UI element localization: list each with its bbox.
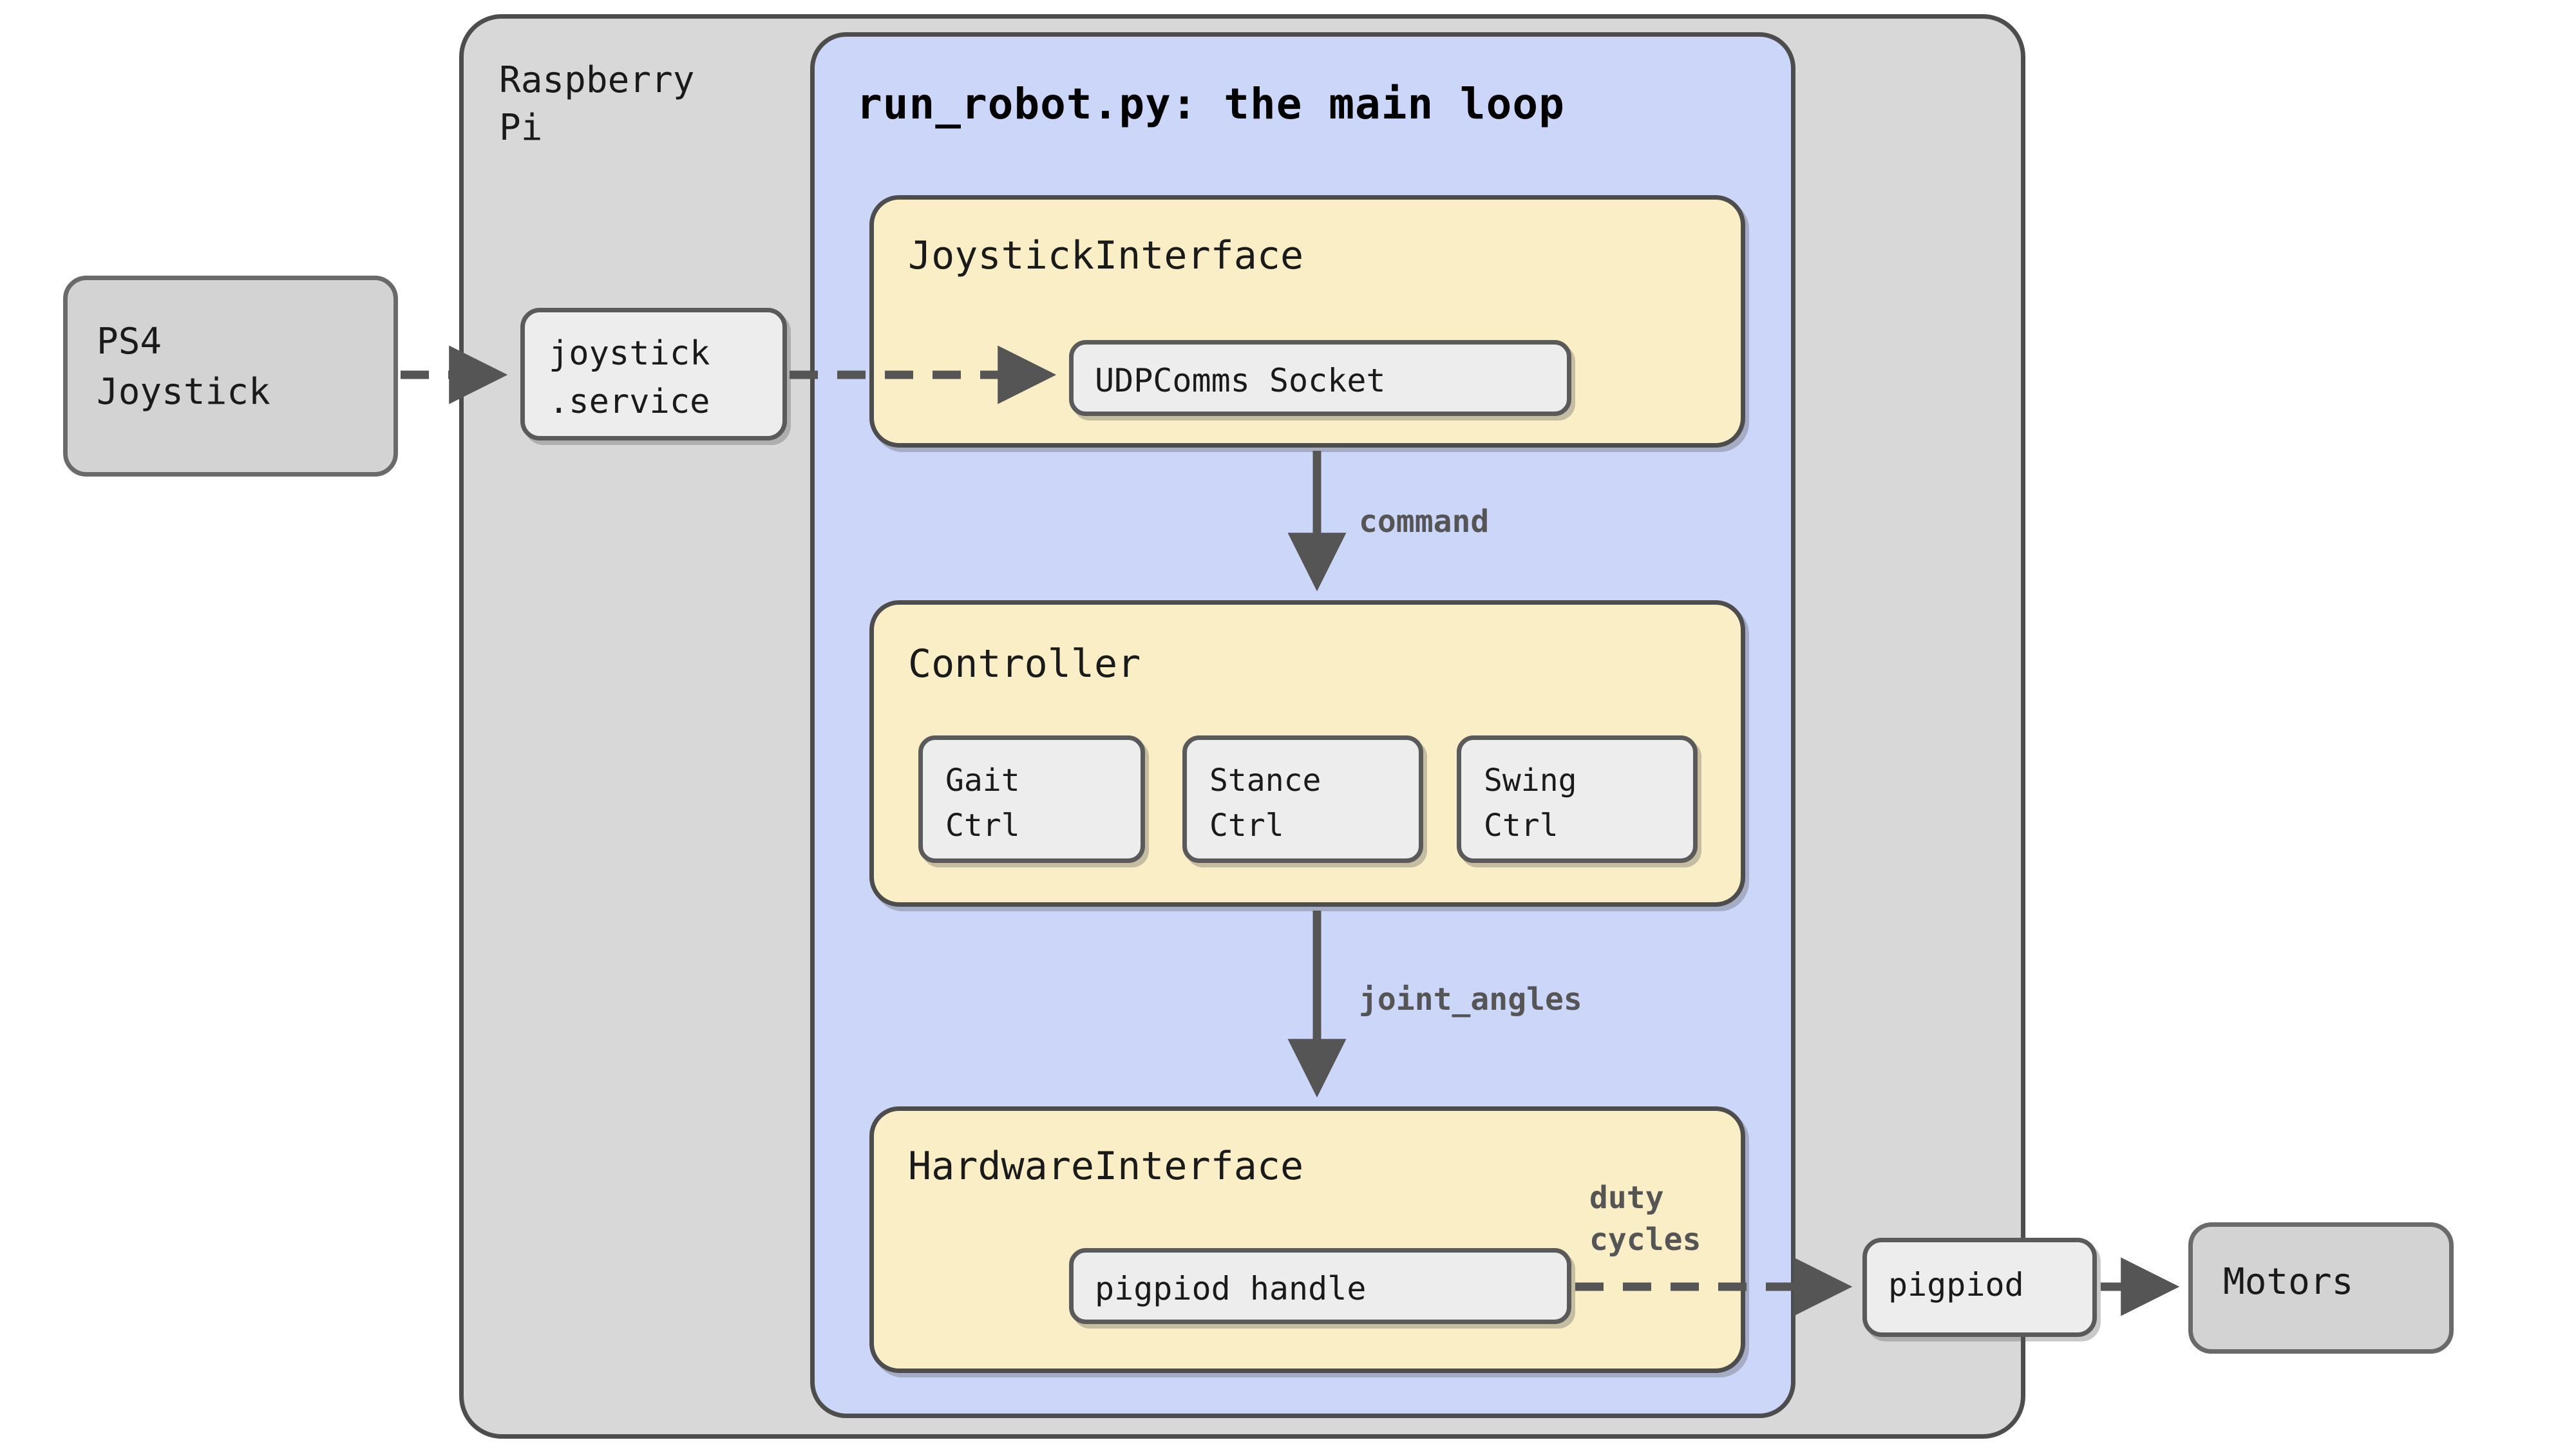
main-loop-title: run_robot.py: the main loop (857, 79, 1565, 129)
chip-stance-ctrl[interactable] (1182, 735, 1423, 863)
pigpiod-node[interactable] (1862, 1238, 2097, 1337)
module-controller-title: Controller (908, 641, 1141, 687)
ps4-joystick-label: PS4 Joystick (97, 321, 270, 413)
chip-stance-ctrl-label: Stance Ctrl (1209, 762, 1321, 844)
raspberry-pi-label: Raspberry Pi (499, 59, 695, 149)
chip-pigpiod-handle[interactable] (1069, 1248, 1571, 1324)
chip-gait-ctrl[interactable] (918, 735, 1145, 863)
module-hardwareinterface[interactable] (869, 1106, 1745, 1373)
module-hardwareinterface-title: HardwareInterface (908, 1144, 1304, 1189)
chip-swing-ctrl-label: Swing Ctrl (1484, 762, 1577, 844)
chip-udpcomms-socket[interactable] (1069, 340, 1571, 416)
motors-label: Motors (2223, 1261, 2354, 1303)
chip-udpcomms-socket-label: UDPComms Socket (1095, 362, 1386, 399)
motors-node[interactable] (2188, 1222, 2454, 1354)
joystick-service-node[interactable] (520, 308, 787, 440)
ps4-joystick-node[interactable] (63, 276, 398, 477)
chip-pigpiod-handle-label: pigpiod handle (1095, 1270, 1367, 1307)
pigpiod-label: pigpiod (1888, 1266, 2024, 1303)
edge-label-joint-angles: joint_angles (1359, 981, 1582, 1018)
chip-swing-ctrl[interactable] (1457, 735, 1698, 863)
joystick-service-label: joystick .service (549, 334, 710, 422)
edge-label-command: command (1359, 504, 1490, 540)
module-joystickinterface-title: JoystickInterface (908, 233, 1304, 278)
edge-label-duty-cycles: duty cycles (1589, 1180, 1701, 1258)
chip-gait-ctrl-label: Gait Ctrl (945, 762, 1020, 844)
